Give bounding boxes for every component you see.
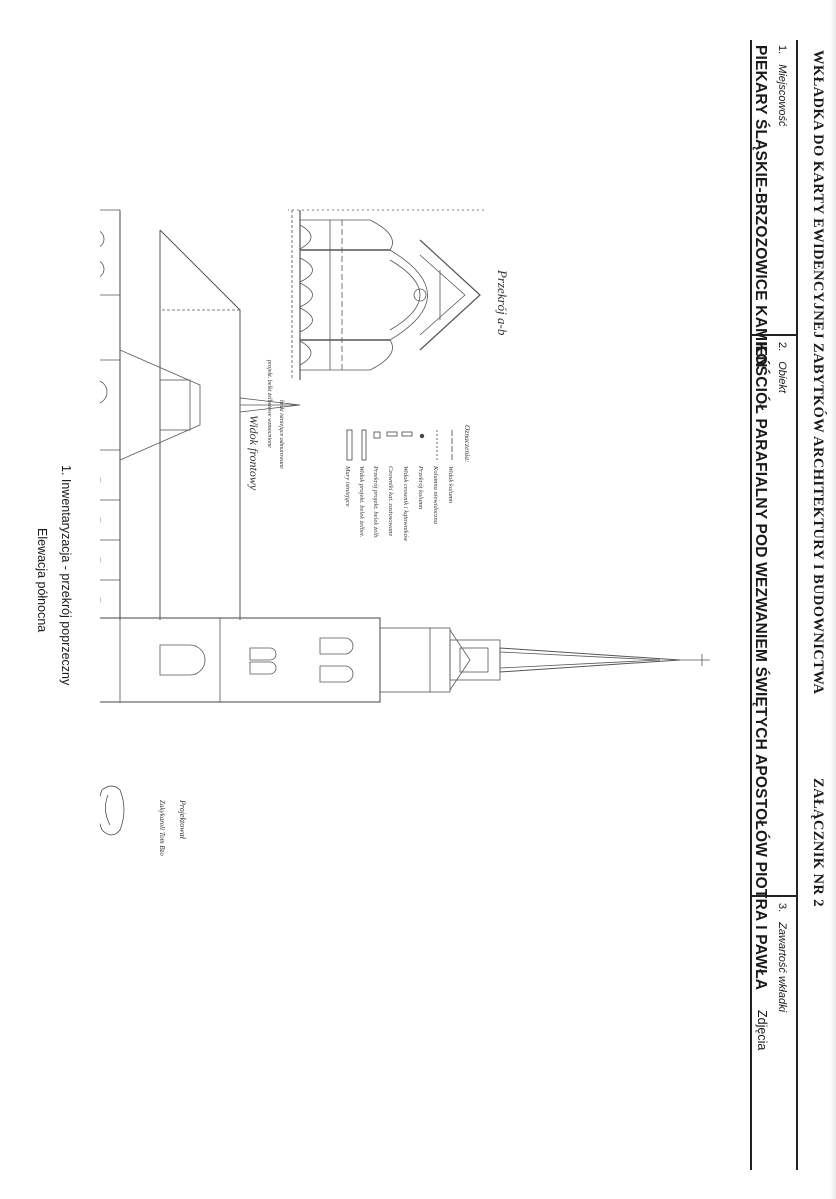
legend-item-8: Mury istniejące	[344, 465, 351, 507]
front-elevation-title: Widok frontowy	[247, 415, 261, 491]
caption-line-1: 1. Inwentaryzacja - przekrój poprzeczny	[59, 465, 73, 686]
caption-line-2: Elewacja północna	[35, 528, 49, 633]
cross-section-drawing	[288, 209, 484, 380]
legend-item-3: Przekrój kolumn	[417, 465, 424, 509]
signature-names: Zakykaroli Tom Bzo	[158, 800, 166, 856]
signature-label: Projektował	[178, 799, 187, 840]
front-elevation-drawing	[100, 209, 301, 620]
legend-item-4: Widok ceownik i kątowników	[402, 466, 409, 542]
legend-item-6: Przekrój projekt. belek żelb.	[372, 465, 379, 539]
legend-title: Oznaczenia:	[463, 425, 472, 463]
cross-section-title: Przekrój a-b	[495, 269, 510, 336]
legend	[346, 429, 453, 461]
legend-item-2: Kolumna niewidoczna	[432, 465, 439, 524]
tower-drawing	[100, 617, 710, 703]
header-rule	[796, 40, 798, 1170]
annex-number: ZAŁĄCZNIK NR 2	[810, 778, 826, 907]
field-1-label: 1.Miejscowość	[776, 45, 788, 127]
field-2-label: 2.Obiekt	[776, 342, 788, 393]
document-title: WKŁADKA DO KARTY EWIDENCYJNEJ ZABYTKÓW A…	[810, 50, 826, 695]
field-3-value: Zdjęcia	[755, 1010, 769, 1051]
field-2-value: KOŚCIÓŁ PARAFIALNY POD WEZWANIEM ŚWIĘTYC…	[752, 342, 769, 991]
note-existing-beams: belki istniejące odmurowane	[278, 400, 284, 469]
note-projected-beams: projekt. belki żelbetowe wzmocnione	[266, 359, 272, 448]
legend-item-7: Widok projekt. belek żelbet.	[358, 466, 365, 538]
field-3-label: 3.Zawartość wkładki	[776, 903, 788, 1013]
legend-item-1: Widok kolumn	[447, 466, 454, 503]
field-divider-2	[750, 895, 796, 897]
field-divider-1	[750, 334, 796, 336]
scan-edge	[830, 0, 836, 1199]
field-1-value: PIEKARY ŚLĄSKIE-BRZOZOWICE KAMIEŃ	[752, 45, 769, 368]
stamp	[100, 785, 125, 836]
field-rule	[750, 40, 752, 1170]
architectural-drawing: Przekrój a-b Widok frontowy Oznaczenia: …	[100, 209, 710, 856]
legend-item-5: Ceowniki kat. zastosowane	[387, 466, 394, 536]
